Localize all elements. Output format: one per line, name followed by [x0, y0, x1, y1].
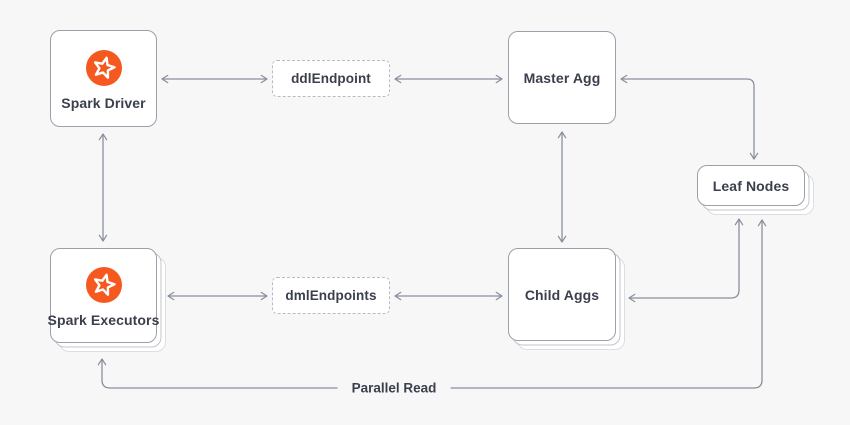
edge-parallel-read — [97, 219, 767, 389]
node-label: Child Aggs — [524, 286, 600, 303]
parallel-read-label: Parallel Read — [337, 380, 451, 396]
spark-logo-icon — [85, 267, 122, 303]
edge-masteragg-leafnodes — [620, 74, 759, 160]
spark-logo-icon — [85, 50, 122, 86]
spark-executors-node: Spark Executors — [47, 248, 166, 352]
leaf-nodes-node: Leaf Nodes — [697, 165, 814, 215]
master-agg-node: Master Agg — [508, 31, 616, 124]
edge-leafnodes-childaggs — [628, 218, 744, 303]
node-label: Leaf Nodes — [712, 177, 790, 194]
ddl-endpoint-node: ddlEndpoint — [272, 60, 390, 97]
node-label: Master Agg — [523, 69, 601, 86]
dml-endpoints-node: dmlEndpoints — [272, 277, 390, 314]
node-label: ddlEndpoint — [291, 71, 371, 86]
child-aggs-node: Child Aggs — [508, 248, 625, 350]
node-label: dmlEndpoints — [285, 288, 377, 303]
spark-driver-node: Spark Driver — [50, 30, 157, 127]
node-label: Spark Executors — [47, 312, 160, 328]
node-label: Spark Driver — [61, 95, 146, 111]
